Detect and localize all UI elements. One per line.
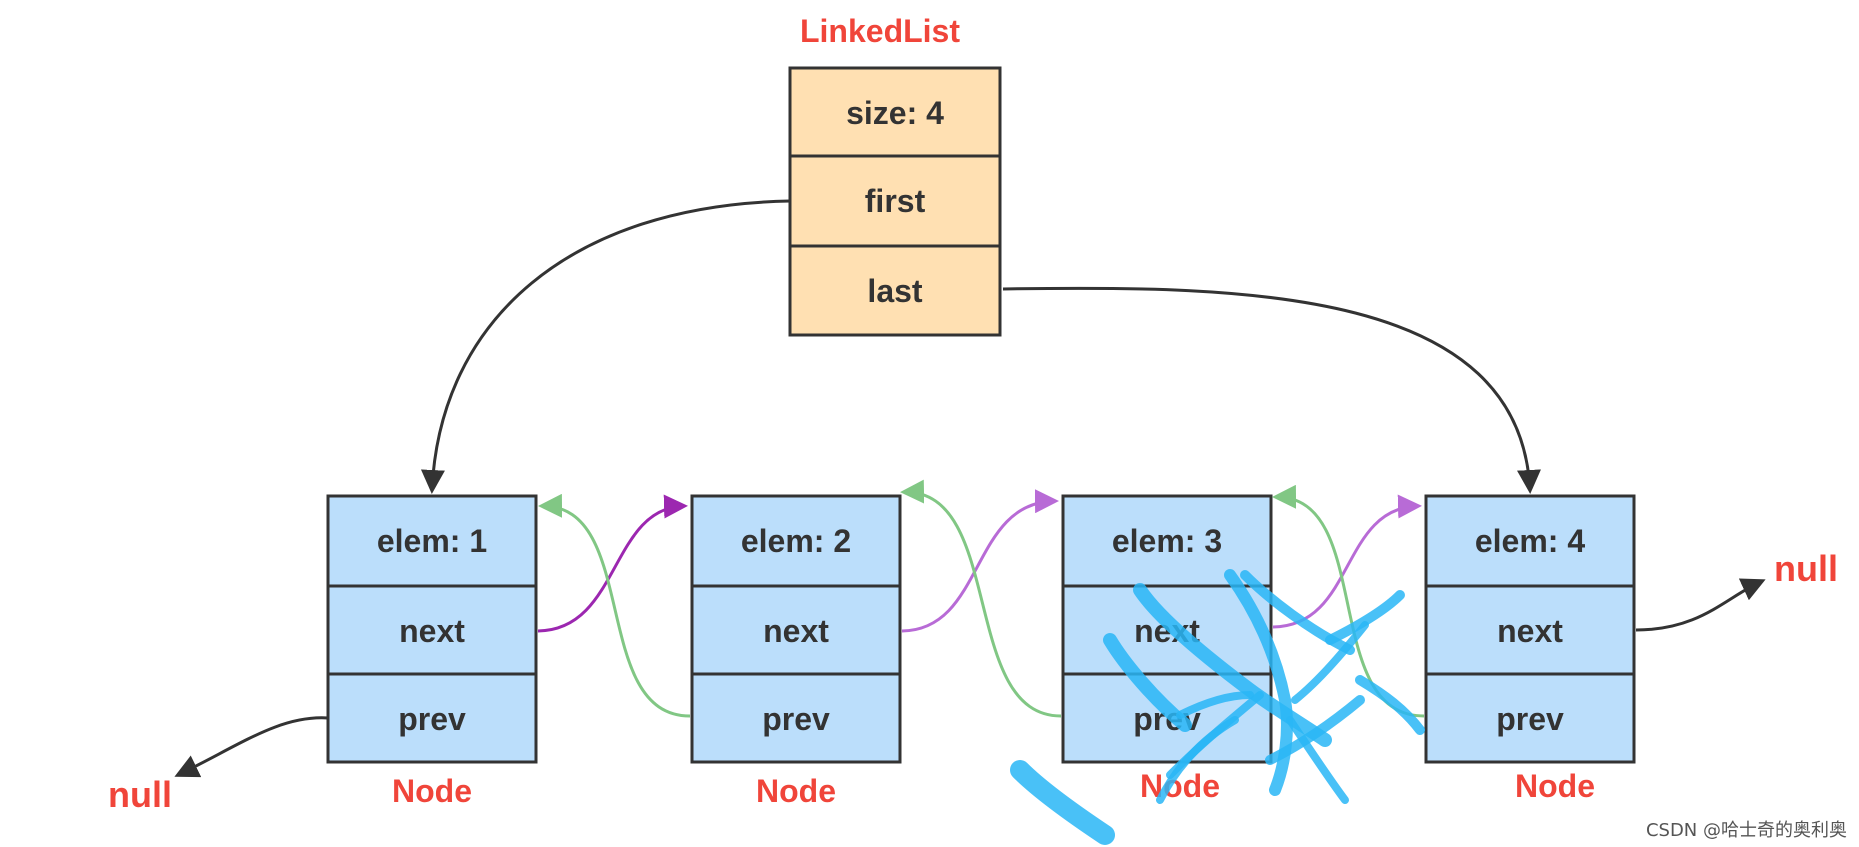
prev-arrow-3-to-2 — [900, 479, 1062, 718]
node-4-next: next — [1497, 613, 1563, 649]
node-4-label: Node — [1515, 768, 1595, 804]
node-2-prev: prev — [762, 701, 830, 737]
prev-arrow-2-to-1 — [538, 493, 691, 718]
node-4-prev: prev — [1496, 701, 1564, 737]
next-null-arrow — [1635, 578, 1766, 632]
node-1-next: next — [399, 613, 465, 649]
node-4-elem: elem: 4 — [1475, 523, 1585, 559]
node-2: elem: 2 next prev Node — [690, 494, 902, 809]
null-left-label: null — [108, 774, 172, 815]
node-1-label: Node — [392, 773, 472, 809]
prev-null-arrow — [174, 716, 329, 778]
blue-watermark-strokes — [1010, 569, 1425, 845]
null-right-label: null — [1774, 548, 1838, 589]
next-arrow-2-to-3 — [901, 489, 1059, 633]
node-1-elem: elem: 1 — [377, 523, 487, 559]
node-4: elem: 4 next prev Node — [1424, 494, 1636, 804]
first-pointer-arrow — [420, 199, 791, 494]
prev-arrow-4-to-3 — [1272, 484, 1425, 718]
node-2-elem: elem: 2 — [741, 523, 851, 559]
linkedlist-box: size: 4 first last — [788, 66, 1002, 337]
node-1-prev: prev — [398, 701, 466, 737]
list-field-last: last — [867, 273, 922, 309]
node-3: elem: 3 next prev Node — [1061, 494, 1273, 804]
list-field-first: first — [865, 183, 926, 219]
linkedlist-title: LinkedList — [800, 13, 960, 49]
node-2-next: next — [763, 613, 829, 649]
watermark-text: CSDN @哈士奇的奥利奥 — [1646, 820, 1847, 841]
next-arrow-1-to-2 — [537, 494, 688, 633]
node-2-label: Node — [756, 773, 836, 809]
node-1: elem: 1 next prev Node — [326, 494, 538, 809]
last-pointer-arrow — [1002, 286, 1541, 494]
node-3-elem: elem: 3 — [1112, 523, 1222, 559]
next-arrow-3-to-4 — [1272, 494, 1422, 629]
list-field-size: size: 4 — [846, 95, 944, 131]
